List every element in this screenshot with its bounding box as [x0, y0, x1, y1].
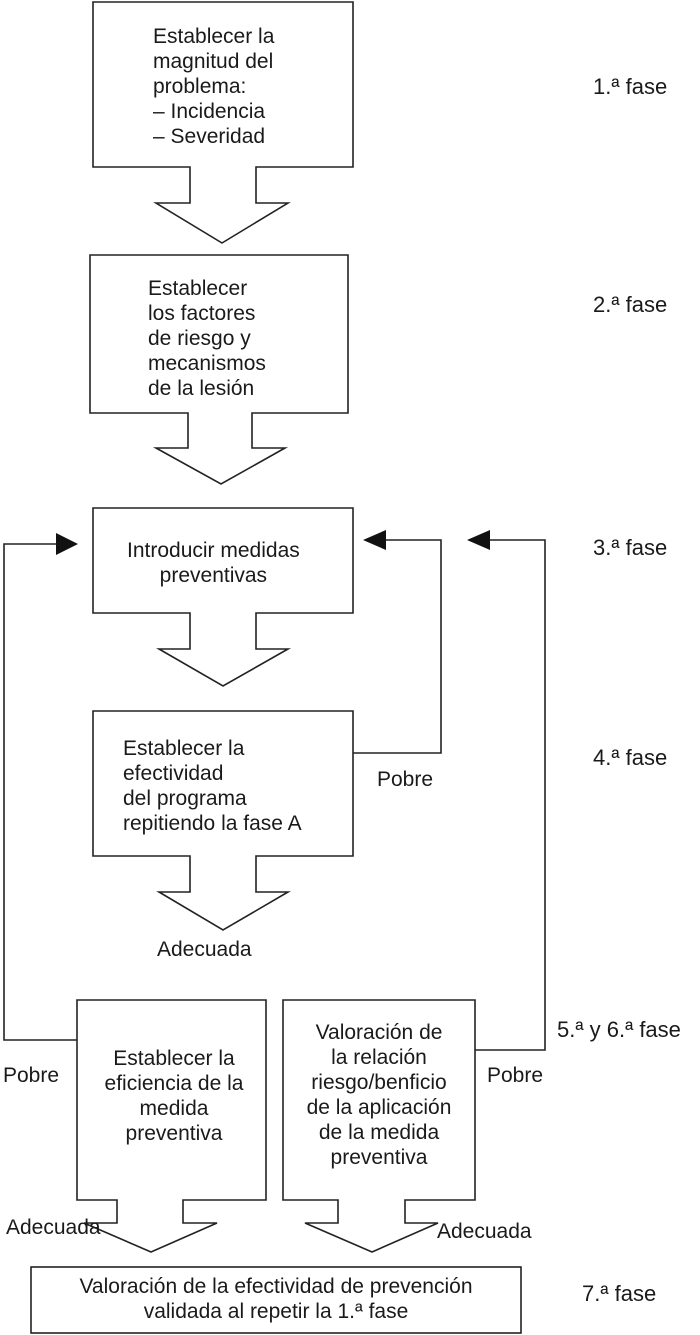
box-1-text: Establecer la magnitud del problema: – I… [153, 25, 275, 148]
pobre-label-b4: Pobre [377, 768, 434, 791]
box-5-text: Establecer la eficiencia de la medida pr… [104, 1047, 244, 1145]
box-4-text: Establecer la efectividad del programa r… [123, 737, 302, 835]
feedback-line-b4-pobre [353, 539, 442, 754]
adecuada-label-b5: Adecuada [6, 1216, 101, 1239]
phase-4-label: 4.ª fase [593, 745, 668, 770]
adecuada-label-b4: Adecuada [157, 938, 252, 961]
phase-3-label: 3.ª fase [593, 535, 668, 560]
phase-7-label: 7.ª fase [582, 1281, 657, 1306]
pobre-label-b5: Pobre [3, 1064, 60, 1087]
box-7-shape [30, 1266, 522, 1334]
arrowhead-right-feedback [467, 530, 490, 550]
box-5-shape [76, 999, 267, 1253]
box-6-text: Valoración de la relación riesgo/benfici… [306, 1021, 452, 1169]
arrowhead-mid-feedback [363, 530, 386, 550]
box-2-shape [89, 254, 349, 485]
box-7-text: Valoración de la efectividad de prevenci… [79, 1275, 473, 1323]
phase-2-label: 2.ª fase [593, 292, 668, 317]
box-2-text: Establecer los factores de riesgo y meca… [148, 277, 266, 400]
feedback-line-b5-pobre [3, 543, 77, 1041]
feedback-line-b6-pobre [475, 539, 546, 1051]
phase-56-label: 5.ª y 6.ª fase [557, 1017, 681, 1042]
box-3-text: Introducir medidas preventivas [127, 539, 300, 587]
box-4-shape [92, 710, 354, 931]
box-3-shape [92, 507, 354, 687]
arrowhead-left-feedback [56, 533, 78, 555]
phase-1-label: 1.ª fase [593, 74, 668, 99]
box-6-shape [282, 999, 476, 1253]
box-1-shape [92, 1, 354, 244]
pobre-label-b6: Pobre [487, 1064, 544, 1087]
adecuada-label-b6: Adecuada [437, 1220, 532, 1243]
